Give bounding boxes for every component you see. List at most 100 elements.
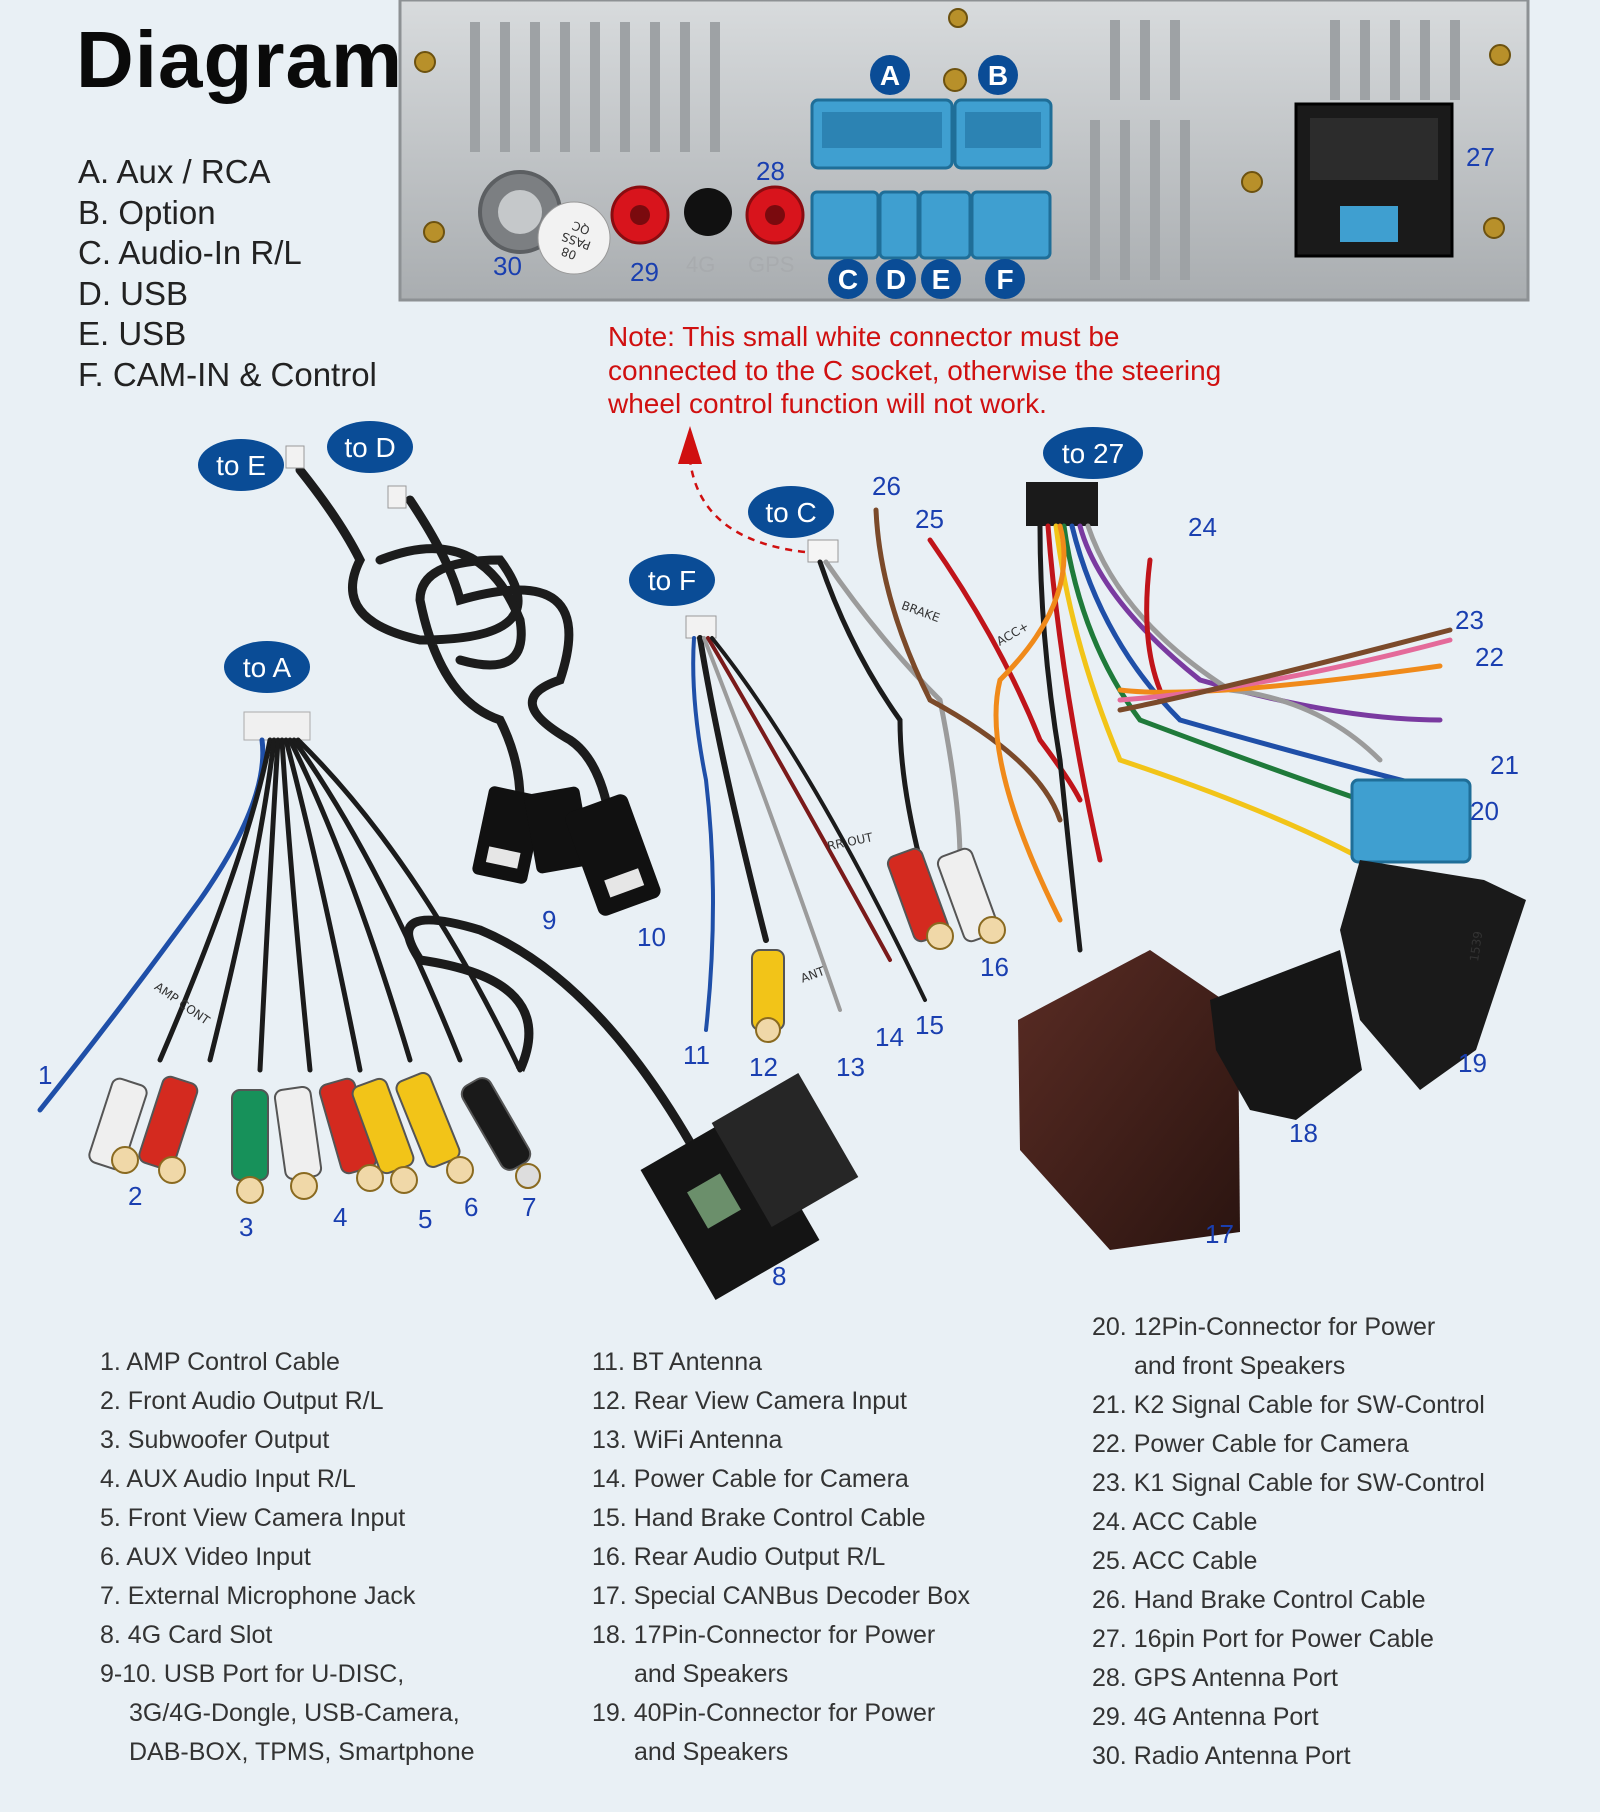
parts-list-column-1: 1. AMP Control Cable 2. Front Audio Outp… <box>100 1343 475 1772</box>
tag-brake: BRAKE <box>900 598 942 625</box>
part-item: 30. Radio Antenna Port <box>1092 1742 1351 1770</box>
legend-item: C. Audio-In R/L <box>78 234 302 271</box>
f-harness-wires <box>691 635 927 1032</box>
num-3: 3 <box>239 1212 253 1242</box>
part-item: 11. BT Antenna <box>592 1348 763 1376</box>
part-item-continued: and Speakers <box>634 1738 789 1766</box>
gps-antenna-port <box>745 185 805 245</box>
16pin-power-port <box>1294 102 1454 258</box>
connector-to-e <box>285 445 305 469</box>
canbus-decoder-box <box>1018 950 1240 1250</box>
part-item: 13. WiFi Antenna <box>592 1426 783 1454</box>
num-7: 7 <box>522 1192 536 1222</box>
socket-c <box>810 190 880 260</box>
rear-camera-rca <box>751 949 785 1043</box>
tag-amp-cont: AMP CONT <box>152 980 213 1028</box>
4g-slot-cable <box>404 915 704 1163</box>
part-item: 21. K2 Signal Cable for SW-Control <box>1092 1391 1485 1419</box>
label-30: 30 <box>493 251 522 281</box>
warning-note: Note: This small white connector must be… <box>608 321 1222 419</box>
num-2: 2 <box>128 1181 142 1211</box>
badge-b: B <box>978 55 1018 95</box>
num-5: 5 <box>418 1204 432 1234</box>
num-12: 12 <box>749 1052 778 1082</box>
num-19: 19 <box>1458 1048 1487 1078</box>
rca-tips <box>111 1146 541 1204</box>
socket-a <box>810 98 954 170</box>
part-item: 12. Rear View Camera Input <box>592 1387 907 1415</box>
svg-text:to A: to A <box>243 652 292 683</box>
rca-plugs <box>88 1072 532 1181</box>
rear-audio-rca <box>886 847 1006 950</box>
socket-d <box>878 190 920 260</box>
4g-embossed-label: 4G <box>686 252 715 277</box>
bubble-to-d: to D <box>327 421 413 473</box>
num-8: 8 <box>772 1261 786 1291</box>
wiring-harness: AMP CONT ANT <box>37 445 1526 1300</box>
connector-to-a <box>243 711 311 741</box>
num-21: 21 <box>1490 750 1519 780</box>
part-item: 15. Hand Brake Control Cable <box>592 1504 926 1532</box>
connector-legend: A. Aux / RCA B. Option C. Audio-In R/L D… <box>78 152 377 395</box>
part-item: 2. Front Audio Output R/L <box>100 1387 384 1415</box>
num-4: 4 <box>333 1202 347 1232</box>
part-item: 28. GPS Antenna Port <box>1092 1664 1338 1692</box>
svg-text:to D: to D <box>344 432 395 463</box>
label-29: 29 <box>630 257 659 287</box>
part-item: 22. Power Cable for Camera <box>1092 1430 1409 1458</box>
part-item: 9-10. USB Port for U-DISC, <box>100 1660 405 1688</box>
connector-to-d <box>387 485 407 509</box>
part-item: 29. 4G Antenna Port <box>1092 1703 1319 1731</box>
qc-sticker-line3: 08 <box>559 244 578 262</box>
num-16: 16 <box>980 952 1009 982</box>
num-20: 20 <box>1470 796 1499 826</box>
svg-text:to 27: to 27 <box>1062 438 1124 469</box>
num-26: 26 <box>872 471 901 501</box>
svg-text:B: B <box>988 60 1008 91</box>
bubble-to-f: to F <box>629 554 715 606</box>
badge-c: C <box>828 259 868 299</box>
svg-text:to F: to F <box>648 565 696 596</box>
qc-sticker-line1: QC <box>570 218 592 237</box>
connector-to-c <box>807 539 839 563</box>
legend-item: F. CAM-IN & Control <box>78 355 377 393</box>
part-item: 26. Hand Brake Control Cable <box>1092 1586 1426 1614</box>
badge-e: E <box>921 259 961 299</box>
part-item: 24. ACC Cable <box>1092 1508 1258 1536</box>
gps-embossed-label: GPS <box>748 252 794 277</box>
svg-text:F: F <box>996 264 1013 295</box>
connector-to-27 <box>1026 482 1098 526</box>
part-item: 6. AUX Video Input <box>100 1543 311 1571</box>
socket-f <box>970 190 1052 260</box>
40pin-connector: 1539 <box>1340 860 1526 1090</box>
num-13: 13 <box>836 1052 865 1082</box>
4g-antenna-port <box>610 185 670 245</box>
num-15: 15 <box>915 1010 944 1040</box>
part-item: 27. 16pin Port for Power Cable <box>1092 1625 1434 1653</box>
part-item: 1. AMP Control Cable <box>100 1348 340 1376</box>
bubble-to-e: to E <box>198 439 284 491</box>
4g-card-slot <box>640 1073 859 1300</box>
num-25: 25 <box>915 504 944 534</box>
head-unit-back-panel: QC PASS 08 4G GPS <box>398 0 1530 302</box>
num-22: 22 <box>1475 642 1504 672</box>
harness-number-labels: 1 2 3 4 5 6 7 8 9 10 11 12 13 14 15 16 1… <box>38 471 1519 1291</box>
blank-port-hole <box>684 188 732 236</box>
part-item: 3. Subwoofer Output <box>100 1426 330 1454</box>
a-harness-wires <box>37 737 523 1113</box>
part-item: 5. Front View Camera Input <box>100 1504 406 1532</box>
tag-acc: ACC+ <box>994 619 1031 649</box>
c-harness-wires <box>817 507 1083 863</box>
badge-d: D <box>876 259 916 299</box>
part-item: 16. Rear Audio Output R/L <box>592 1543 886 1571</box>
socket-e <box>918 190 972 260</box>
usb-port-10 <box>565 794 661 916</box>
legend-item: A. Aux / RCA <box>78 153 271 190</box>
usb-cables <box>295 465 615 825</box>
num-6: 6 <box>464 1192 478 1222</box>
radio-antenna-port: QC PASS 08 <box>478 170 611 275</box>
legend-item: B. Option <box>78 193 216 231</box>
part-item: 17. Special CANBus Decoder Box <box>592 1582 970 1610</box>
num-17: 17 <box>1205 1219 1234 1249</box>
